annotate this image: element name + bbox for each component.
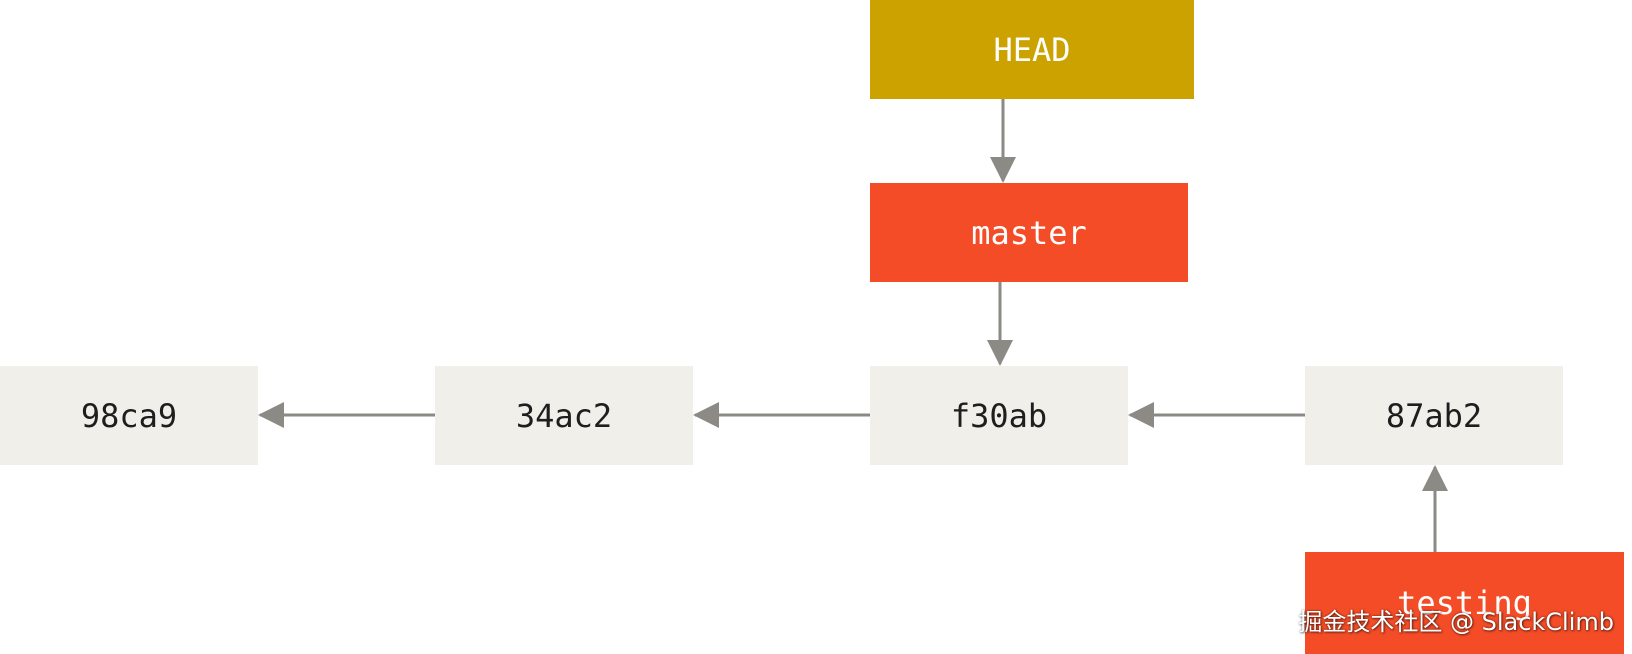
branch-testing-label: testing bbox=[1397, 584, 1532, 622]
commit-87ab2: 87ab2 bbox=[1305, 366, 1563, 465]
commit-id: 98ca9 bbox=[80, 396, 178, 435]
branch-testing: testing bbox=[1305, 552, 1624, 654]
head-pointer: HEAD bbox=[870, 0, 1194, 99]
watermark: 掘金技术社区 @ SlackClimb bbox=[1298, 608, 1614, 636]
branch-master: master bbox=[870, 183, 1188, 282]
commit-id: 87ab2 bbox=[1385, 396, 1483, 435]
head-label: HEAD bbox=[993, 30, 1071, 69]
commit-34ac2: 34ac2 bbox=[435, 366, 693, 465]
commit-id: f30ab bbox=[950, 396, 1048, 435]
commit-f30ab: f30ab bbox=[870, 366, 1128, 465]
branch-master-label: master bbox=[971, 213, 1087, 252]
commit-id: 34ac2 bbox=[515, 396, 613, 435]
commit-98ca9: 98ca9 bbox=[0, 366, 258, 465]
